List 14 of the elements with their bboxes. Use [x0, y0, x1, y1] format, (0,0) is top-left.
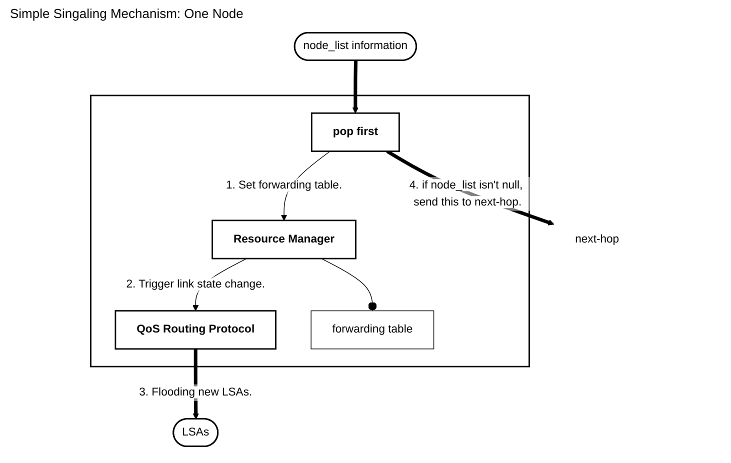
connector — [320, 258, 377, 312]
node-box: forwarding table — [310, 310, 434, 350]
edge-label: 2. Trigger link state change. — [126, 278, 265, 290]
node-text: next-hop — [575, 233, 620, 246]
node-box: pop first — [310, 112, 400, 152]
node-box: QoS Routing Protocol — [114, 310, 276, 350]
cluster — [90, 94, 530, 368]
arrow — [386, 150, 554, 226]
diagram-title: Simple Singaling Mechanism: One Node — [9, 5, 244, 23]
edge-label: 4. if node_list isn't null, send this to next-hop. — [409, 179, 523, 208]
node-box: Resource Manager — [212, 220, 356, 260]
arrow — [352, 60, 359, 114]
edge-label: 3. Flooding new LSAs. — [139, 386, 252, 398]
edge-label: 1. Set forwarding table. — [226, 179, 342, 192]
